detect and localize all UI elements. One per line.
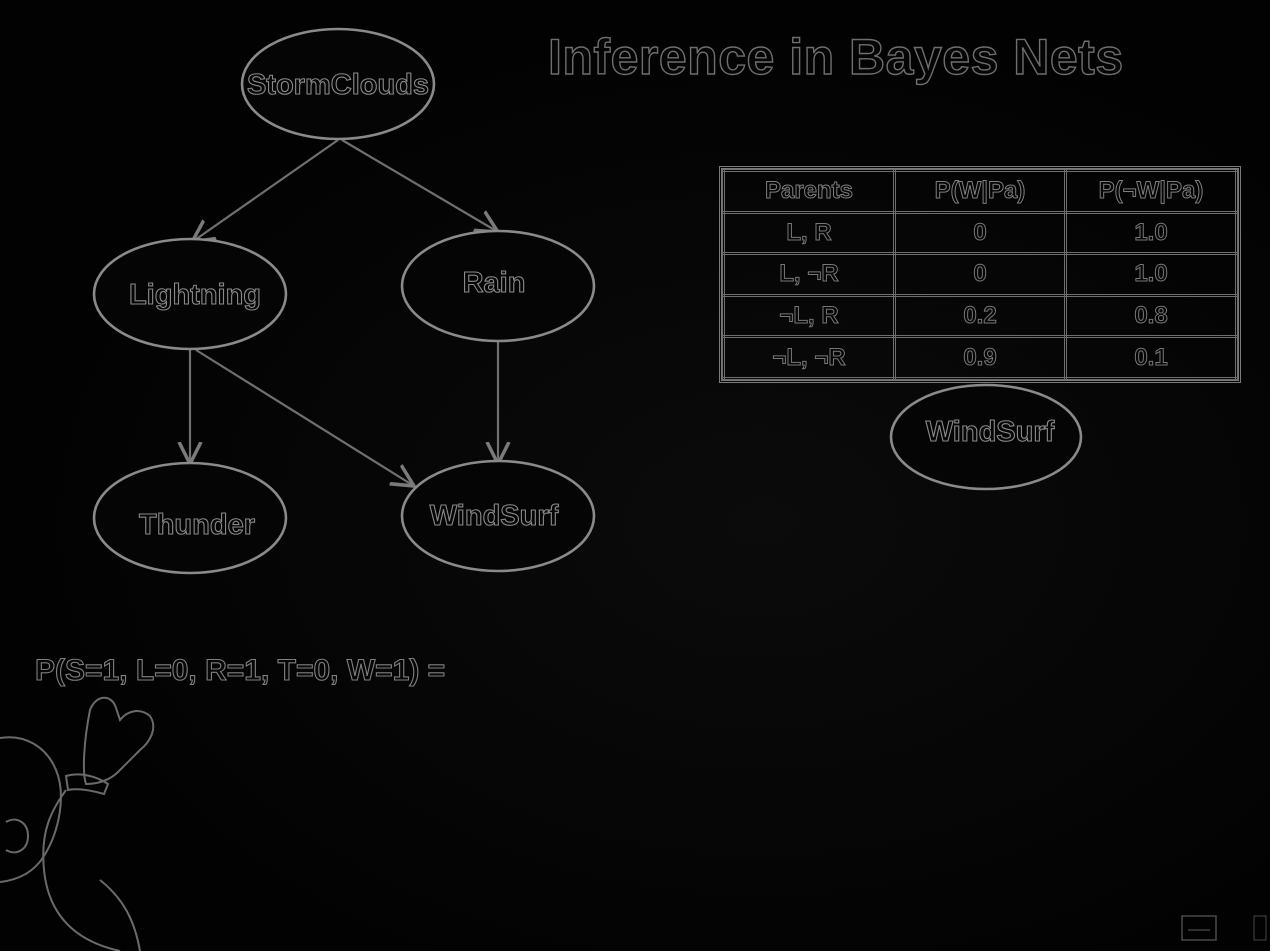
cpt-cell-p-not-w: 1.0 [1064,252,1238,297]
joint-probability-equation: P(S=1, L=0, R=1, T=0, W=1) = [34,653,446,687]
cpt-row: ¬L, ¬R 0.9 0.1 [722,335,1238,380]
node-lightning [92,237,288,351]
label-lightning: Lightning [129,279,261,311]
edge-lightning-windsurf [195,349,414,486]
cpt-cell-p-not-w: 0.1 [1064,335,1238,380]
cpt-cell-p-not-w: 1.0 [1064,210,1238,256]
cpt-cell-parents: L, ¬R [722,252,896,297]
next-icon[interactable] [1253,915,1267,941]
cpt-cell-p-w: 0.2 [893,293,1067,339]
cpt-cell-p-w: 0 [893,210,1067,256]
node-thunder [92,461,288,575]
presenter-silhouette [0,696,155,951]
screen-icon[interactable] [1181,915,1217,941]
label-windsurf: WindSurf [430,500,559,532]
cpt-cell-parents: ¬L, ¬R [722,335,896,380]
cpt-cell-p-w: 0 [893,252,1067,297]
cpt-header-p-not-w: P(¬W|Pa) [1064,169,1238,214]
conditional-probability-table: Parents P(W|Pa) P(¬W|Pa) L, R 0 1.0 L, ¬… [719,166,1241,383]
slide-title: Inference in Bayes Nets [547,28,1124,85]
cpt-header-row: Parents P(W|Pa) P(¬W|Pa) [722,169,1238,214]
edge-stormclouds-lightning [192,139,339,242]
cpt-row: L, ¬R 0 1.0 [722,252,1238,297]
cpt-cell-parents: ¬L, R [722,293,896,339]
node-stormclouds [240,27,436,141]
cpt-cell-parents: L, R [722,210,896,256]
label-stormclouds: StormClouds [247,69,429,101]
presentation-controls[interactable] [1180,914,1268,948]
edge-stormclouds-rain [341,139,498,232]
node-windsurf [400,459,596,573]
cpt-node-windsurf [889,383,1083,491]
label-cpt-windsurf: WindSurf [926,416,1055,448]
cpt-cell-p-not-w: 0.8 [1064,293,1238,339]
node-rain [400,229,596,343]
cpt-row: L, R 0 1.0 [722,210,1238,256]
cpt-row: ¬L, R 0.2 0.8 [722,293,1238,339]
label-thunder: Thunder [139,509,255,541]
cpt-header-p-w: P(W|Pa) [893,169,1067,214]
cpt-cell-p-w: 0.9 [893,335,1067,380]
label-rain: Rain [463,267,526,299]
cpt-header-parents: Parents [722,169,896,214]
